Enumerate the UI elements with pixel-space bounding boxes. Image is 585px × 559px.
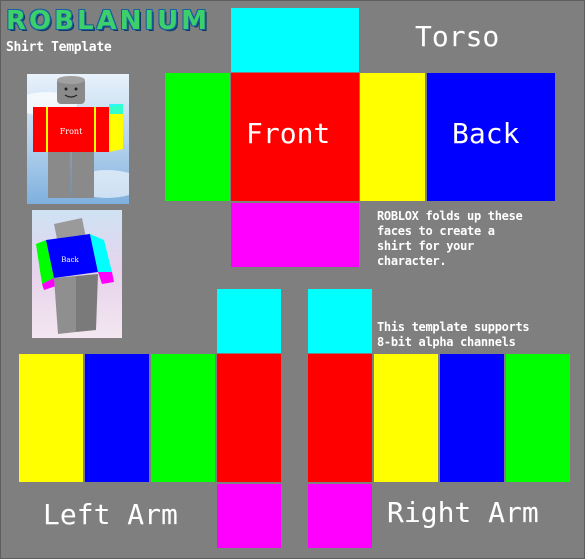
left-arm-yellow-face — [19, 354, 83, 482]
alpha-channel-note: This template supports 8-bit alpha chann… — [377, 320, 530, 349]
torso-front-face — [231, 73, 359, 201]
left-arm-blue-face — [85, 354, 149, 482]
torso-back-face — [427, 73, 555, 201]
right-arm-red-face — [308, 354, 372, 482]
right-arm-bottom-face — [308, 484, 372, 548]
left-arm-top-face — [217, 289, 281, 353]
left-arm-label: Left Arm — [43, 498, 178, 531]
right-arm-yellow-face — [374, 354, 438, 482]
front-preview-label: Front — [60, 127, 83, 136]
character-preview-back: Back — [32, 210, 122, 338]
torso-bottom-face — [231, 203, 359, 267]
right-arm-green-face — [506, 354, 570, 482]
roblanium-logo: ROBLANIUM — [6, 6, 211, 36]
right-arm-top-face — [308, 289, 372, 353]
right-arm-label: Right Arm — [387, 496, 539, 529]
left-arm-green-face — [151, 354, 215, 482]
right-arm-blue-face — [440, 354, 504, 482]
left-arm-red-face — [217, 354, 281, 482]
torso-top-face — [231, 8, 359, 72]
back-preview-image: Back — [32, 210, 122, 338]
back-preview-label: Back — [61, 256, 79, 264]
torso-back-label: Back — [452, 117, 520, 150]
character-preview-front: Front — [27, 74, 129, 204]
torso-left-side-face — [360, 73, 425, 201]
front-preview-image: Front — [27, 74, 129, 204]
left-arm-bottom-face — [217, 484, 281, 548]
fold-explanation-note: ROBLOX folds up these faces to create a … — [377, 209, 523, 268]
torso-front-label: Front — [246, 117, 331, 150]
torso-title: Torso — [415, 20, 500, 53]
template-subtitle: Shirt Template — [6, 40, 112, 55]
torso-right-side-face — [165, 73, 230, 201]
